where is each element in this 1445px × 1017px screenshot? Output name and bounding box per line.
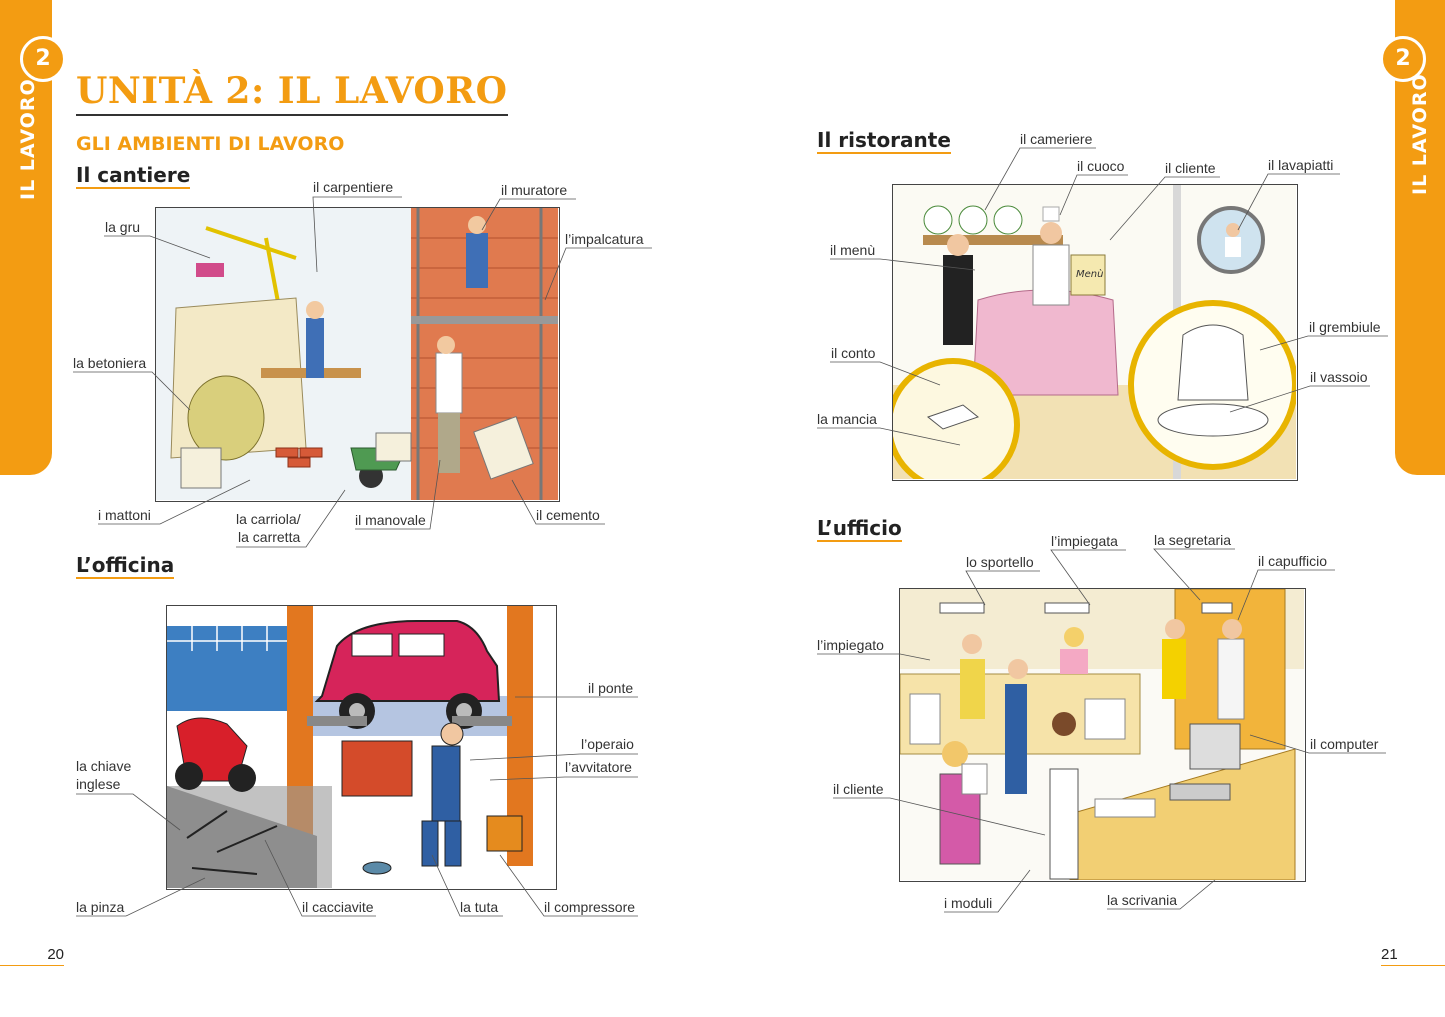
label-avvitatore: l’avvitatore (565, 759, 632, 775)
label-lavapiatti: il lavapiatti (1268, 157, 1334, 173)
chapter-number-badge: 2 (20, 36, 66, 82)
label-computer: il computer (1310, 736, 1379, 752)
label-cameriere: il cameriere (1020, 131, 1093, 147)
chapter-tab-label: IL LAVORO (1409, 73, 1431, 195)
label-mancia: la mancia (817, 411, 877, 427)
label-operaio: l’operaio (581, 736, 634, 752)
heading-ufficio: L’ufficio (817, 516, 902, 542)
label-muratore: il muratore (501, 182, 568, 198)
label-chiave: la chiave (76, 758, 132, 774)
illustration-officina (166, 605, 557, 890)
label-carriola: la carriola/ (236, 511, 301, 527)
label-cliente-ufficio: il cliente (833, 781, 884, 797)
chapter-tab-right: 2 IL LAVORO (1380, 0, 1445, 475)
label-sportello: lo sportello (966, 554, 1034, 570)
label-capufficio: il capufficio (1258, 553, 1328, 569)
label-betoniera: la betoniera (73, 355, 147, 371)
label-grembiule: il grembiule (1309, 319, 1381, 335)
label-inglese: inglese (76, 776, 121, 792)
illustration-cantiere (155, 207, 560, 502)
label-carpentiere: il carpentiere (313, 179, 394, 195)
label-impiegato: l’impiegato (817, 637, 884, 653)
menu-card-text: Menù (1076, 268, 1103, 280)
label-conto: il conto (831, 345, 876, 361)
label-cuoco: il cuoco (1077, 158, 1125, 174)
label-scrivania: la scrivania (1107, 892, 1178, 908)
page-number-right: 21 (1381, 946, 1445, 966)
label-mattoni: i mattoni (98, 507, 151, 523)
label-manovale: il manovale (355, 512, 426, 528)
label-menu: il menù (830, 242, 876, 258)
label-impiegata: l’impiegata (1051, 533, 1118, 549)
chapter-number-badge: 2 (1380, 36, 1426, 82)
section-subtitle: GLI AMBIENTI DI LAVORO (76, 133, 345, 155)
illustration-ufficio (899, 588, 1306, 882)
label-impalcatura: l’impalcatura (565, 231, 644, 247)
unit-title: UNITÀ 2: IL LAVORO (76, 70, 508, 116)
label-cemento: il cemento (536, 507, 600, 523)
heading-cantiere: Il cantiere (76, 163, 191, 189)
label-vassoio: il vassoio (1310, 369, 1368, 385)
label-cliente-ristorante: il cliente (1165, 160, 1216, 176)
label-pinza: la pinza (76, 899, 125, 915)
heading-officina: L’officina (76, 553, 175, 579)
chapter-tab-label: IL LAVORO (17, 78, 39, 200)
label-ponte: il ponte (588, 680, 634, 696)
label-tuta: la tuta (460, 899, 499, 915)
illustration-ristorante: Menù (892, 184, 1298, 481)
chapter-tab-left: 2 IL LAVORO (0, 0, 66, 475)
label-segretaria: la segretaria (1154, 532, 1232, 548)
label-gru: la gru (105, 219, 141, 235)
label-compressore: il compressore (544, 899, 636, 915)
label-cacciavite: il cacciavite (302, 899, 374, 915)
label-moduli: i moduli (944, 895, 993, 911)
page-number-left: 20 (0, 946, 64, 966)
heading-ristorante: Il ristorante (817, 128, 951, 154)
label-carretta: la carretta (238, 529, 301, 545)
